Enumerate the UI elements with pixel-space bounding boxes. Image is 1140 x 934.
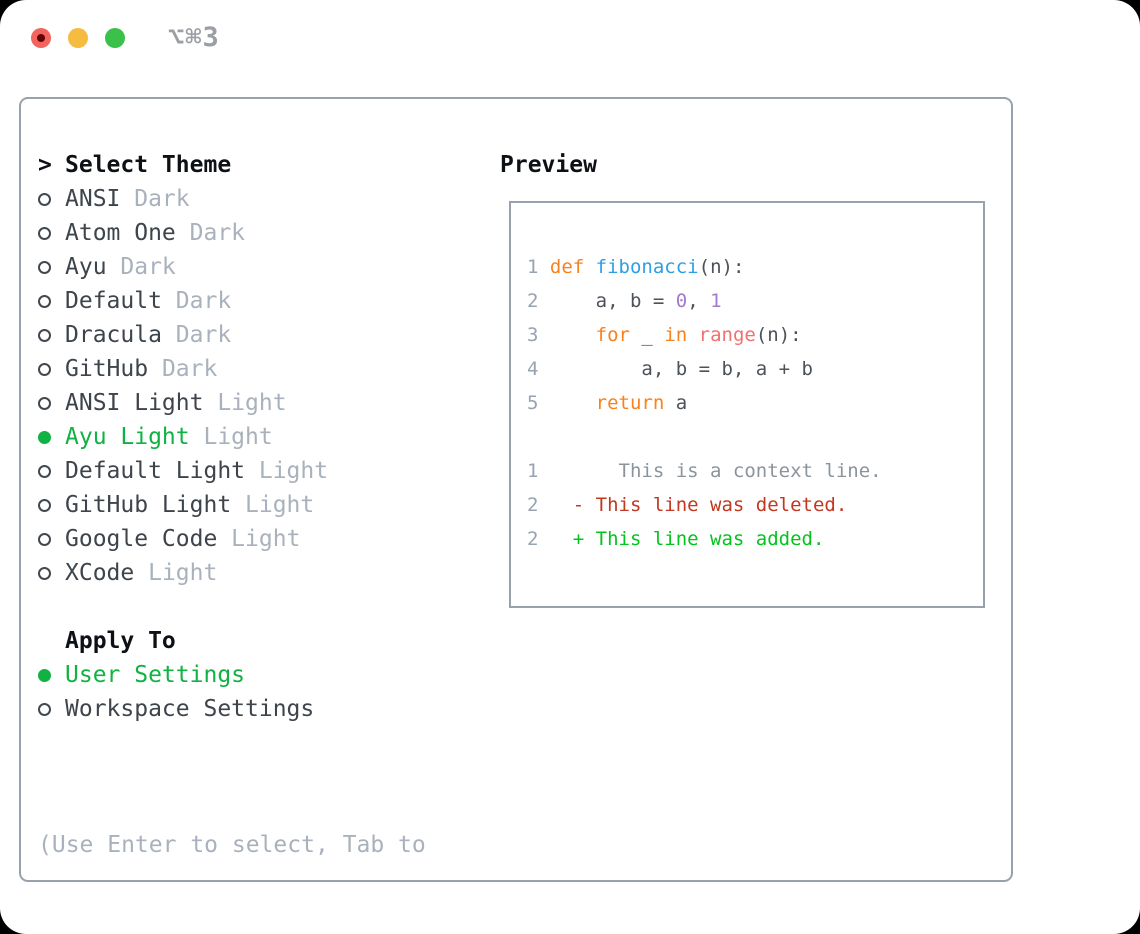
zoom-button-icon[interactable] <box>105 28 125 48</box>
theme-variant-label: Light <box>231 492 315 518</box>
option-label: Atom One <box>65 220 176 246</box>
option-label: Workspace Settings <box>65 696 315 722</box>
select-theme-header: > Select Theme <box>38 148 426 182</box>
code-line: 3 for _ in range(n): <box>527 324 802 346</box>
theme-option[interactable]: ANSI Light Light <box>38 386 426 420</box>
option-label: ANSI <box>65 186 121 212</box>
keyboard-shortcut-label: ⌥⌘3 <box>168 22 220 53</box>
select-theme-title: Select Theme <box>65 152 232 178</box>
apply-to-header: Apply To <box>38 624 426 658</box>
usage-hint: (Use Enter to select, Tab to change focu… <box>38 760 426 934</box>
code-line: 1 def fibonacci(n): <box>527 256 745 278</box>
code-line: 2 a, b = 0, 1 <box>527 290 722 312</box>
theme-variant-label: Light <box>134 560 218 586</box>
code-line: 1 This is a context line. <box>527 460 882 482</box>
hint-line-1: (Use Enter to select, Tab to <box>38 832 426 858</box>
minimize-button-icon[interactable] <box>68 28 88 48</box>
code-line: 2 + This line was added. <box>527 528 825 550</box>
preview-title: Preview <box>500 152 597 178</box>
prompt-icon: > <box>38 152 52 178</box>
apply-to-option[interactable]: User Settings <box>38 658 426 692</box>
theme-option[interactable]: ANSI Dark <box>38 182 426 216</box>
theme-option[interactable]: XCode Light <box>38 556 426 590</box>
option-label: XCode <box>65 560 135 586</box>
code-line <box>527 420 983 454</box>
theme-option[interactable]: Google Code Light <box>38 522 426 556</box>
theme-option[interactable]: Default Light Light <box>38 454 426 488</box>
option-label: Google Code <box>65 526 218 552</box>
radio-unselected-icon <box>38 396 65 410</box>
code-line: 2 - This line was deleted. <box>527 494 848 516</box>
radio-unselected-icon <box>38 192 65 206</box>
option-label: ANSI Light <box>65 390 204 416</box>
theme-variant-label: Light <box>203 390 287 416</box>
theme-variant-label: Dark <box>161 288 232 314</box>
option-label: GitHub Light <box>65 492 232 518</box>
spacer <box>38 590 426 624</box>
theme-variant-label: Dark <box>161 322 232 348</box>
radio-selected-icon <box>38 668 65 682</box>
theme-variant-label: Light <box>217 526 301 552</box>
apply-to-title: Apply To <box>65 628 176 654</box>
theme-variant-label: Dark <box>106 254 176 280</box>
radio-unselected-icon <box>38 328 65 342</box>
theme-option[interactable]: GitHub Light Light <box>38 488 426 522</box>
traffic-lights <box>31 28 125 48</box>
option-label: Dracula <box>65 322 162 348</box>
theme-option[interactable]: Default Dark <box>38 284 426 318</box>
radio-unselected-icon <box>38 260 65 274</box>
radio-selected-icon <box>38 430 65 444</box>
theme-option[interactable]: GitHub Dark <box>38 352 426 386</box>
radio-unselected-icon <box>38 464 65 478</box>
radio-unselected-icon <box>38 532 65 546</box>
radio-unselected-icon <box>38 226 65 240</box>
option-label: Ayu <box>65 254 107 280</box>
radio-unselected-icon <box>38 498 65 512</box>
theme-option[interactable]: Atom One Dark <box>38 216 426 250</box>
titlebar: ⌥⌘3 <box>0 0 1140 75</box>
theme-variant-label: Light <box>189 424 273 450</box>
unsaved-dot-icon <box>37 34 45 42</box>
theme-variant-label: Dark <box>148 356 218 382</box>
code-preview: 1 def fibonacci(n): 2 a, b = 0, 1 3 for _ … <box>511 203 983 556</box>
theme-option[interactable]: Dracula Dark <box>38 318 426 352</box>
code-line: 4 a, b = b, a + b <box>527 358 813 380</box>
preview-pane: 1 def fibonacci(n): 2 a, b = 0, 1 3 for _ … <box>509 201 985 608</box>
option-label: User Settings <box>65 662 246 688</box>
radio-unselected-icon <box>38 702 65 716</box>
option-label: Default Light <box>65 458 246 484</box>
radio-unselected-icon <box>38 362 65 376</box>
apply-to-option[interactable]: Workspace Settings <box>38 692 426 726</box>
hint-line-2: change focus) <box>38 930 426 934</box>
option-label: Ayu Light <box>65 424 190 450</box>
theme-variant-label: Dark <box>120 186 190 212</box>
theme-variant-label: Light <box>245 458 329 484</box>
code-line: 5 return a <box>527 392 688 414</box>
radio-unselected-icon <box>38 566 65 580</box>
theme-option[interactable]: Ayu Dark <box>38 250 426 284</box>
theme-option[interactable]: Ayu Light Light <box>38 420 426 454</box>
close-button-icon[interactable] <box>31 28 51 48</box>
option-label: Default <box>65 288 162 314</box>
radio-unselected-icon <box>38 294 65 308</box>
theme-variant-label: Dark <box>175 220 246 246</box>
option-label: GitHub <box>65 356 149 382</box>
